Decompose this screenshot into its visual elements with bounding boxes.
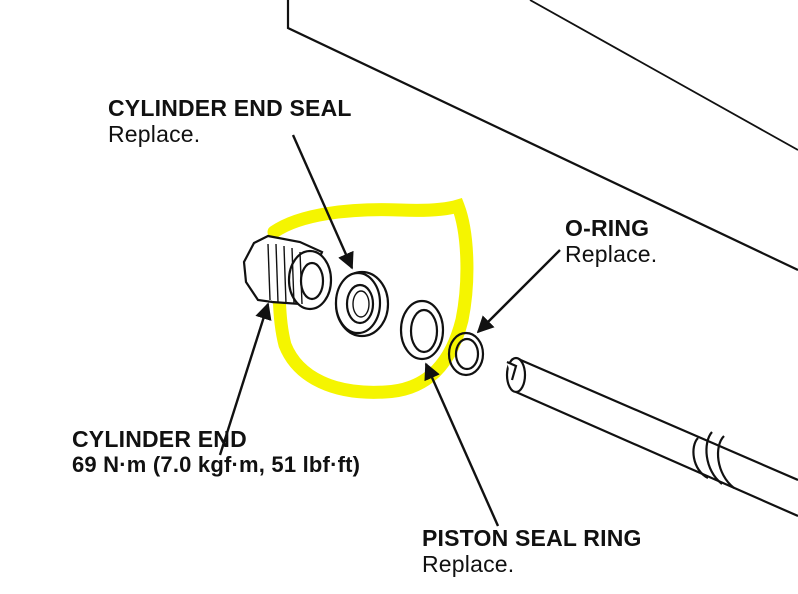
yellow-highlight-circle xyxy=(267,198,474,399)
cylinder-end-torque: 69 N·m (7.0 kgf·m, 51 lbf·ft) xyxy=(72,451,361,477)
o-ring-note: Replace. xyxy=(565,240,658,267)
gear-housing-outline xyxy=(286,0,798,271)
piston-seal-ring-label: PISTON SEAL RING Replace. xyxy=(422,525,642,578)
arrow-piston-seal-ring xyxy=(424,362,500,527)
o-ring-part xyxy=(447,331,485,377)
cylinder-end-seal-note: Replace. xyxy=(108,120,201,147)
piston-seal-ring-title: PISTON SEAL RING xyxy=(422,525,642,551)
piston-seal-ring-note: Replace. xyxy=(422,550,515,577)
leader-arrows xyxy=(218,134,561,527)
arrow-o-ring xyxy=(476,249,561,334)
arrow-cylinder-end-seal xyxy=(291,134,354,270)
o-ring-title: O-RING xyxy=(565,215,650,241)
cylinder-end-seal-part xyxy=(334,270,390,338)
arrow-cylinder-end xyxy=(218,302,272,456)
rack-shaft-part xyxy=(505,356,798,518)
piston-seal-ring-part xyxy=(399,299,445,361)
cylinder-end-title: CYLINDER END xyxy=(72,426,247,452)
cylinder-end-seal-label: CYLINDER END SEAL Replace. xyxy=(108,95,352,148)
cylinder-end-part xyxy=(242,234,333,311)
cylinder-end-seal-title: CYLINDER END SEAL xyxy=(108,95,352,121)
o-ring-label: O-RING Replace. xyxy=(565,215,658,268)
cylinder-end-label: CYLINDER END 69 N·m (7.0 kgf·m, 51 lbf·f… xyxy=(72,426,361,477)
